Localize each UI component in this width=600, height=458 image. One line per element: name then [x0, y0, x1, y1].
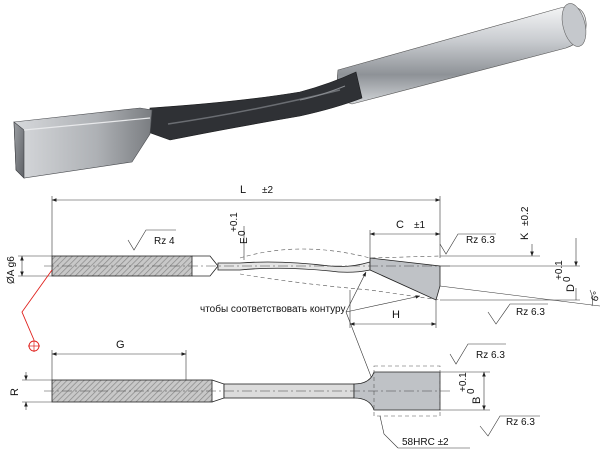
tool-blade-tip: [13, 121, 25, 179]
side-blade: [369, 257, 441, 301]
dim-c: C ±1: [369, 219, 441, 258]
tool-shank: [337, 6, 587, 105]
dim-e-tol-lower: 0: [237, 230, 248, 236]
note-hardness: 58HRC ±2: [379, 415, 470, 449]
dim-e-label: E: [239, 237, 250, 244]
finish-rz4-label: Rz 4: [154, 236, 175, 247]
tool-neck: [147, 71, 363, 141]
dim-length: L ±2: [51, 184, 441, 258]
dim-e-tol-upper: +0.1: [229, 212, 240, 232]
finish-rz63-tip-label: Rz 6.3: [516, 307, 545, 318]
finish-rz63-bottom: Rz 6.3: [479, 415, 540, 437]
side-view: [44, 248, 450, 301]
dim-d-label: D: [565, 284, 577, 292]
tool-photo: [13, 3, 587, 179]
tool-blade: [13, 107, 153, 179]
finish-rz63-head: Rz 6.3: [449, 343, 506, 365]
finish-rz63-top: Rz 6.3: [439, 233, 496, 255]
dim-angle-label: 6°: [589, 290, 600, 303]
finish-rz63-bottom-label: Rz 6.3: [506, 417, 535, 428]
dim-k-label: K: [519, 232, 531, 240]
dim-c-label: C: [396, 219, 404, 231]
dim-length-tol: ±2: [262, 185, 273, 196]
dim-r: R: [9, 372, 52, 410]
plan-view: [44, 365, 450, 417]
dim-g: G: [51, 339, 187, 380]
dim-diameter-label: ØA g6: [6, 256, 17, 284]
dim-b-label: B: [471, 397, 483, 404]
dim-length-label: L: [240, 184, 246, 196]
dim-k-tol: ±0.2: [520, 206, 531, 226]
dim-h-label: H: [392, 309, 400, 321]
finish-rz63-head-label: Rz 6.3: [476, 350, 505, 361]
dim-b: B +0.1 0: [440, 371, 490, 411]
note-contour: чтобы соответствовать контуру: [200, 271, 421, 411]
note-contour-label: чтобы соответствовать контуру: [200, 303, 345, 315]
finish-rz63-tip: Rz 6.3: [487, 303, 548, 325]
dim-g-label: G: [116, 339, 125, 351]
dim-b-tol-lower: 0: [466, 388, 477, 394]
dim-b-tol-upper: +0.1: [458, 372, 469, 392]
dim-d: D +0.1 0: [440, 238, 580, 301]
dim-e: E +0.1 0: [229, 212, 250, 260]
dim-c-tol: ±1: [414, 220, 425, 231]
finish-rz63-top-label: Rz 6.3: [466, 235, 495, 246]
shank-end-face: [561, 3, 587, 47]
dim-d-tol-upper: +0.1: [554, 260, 565, 280]
dim-diameter: ØA g6: [6, 255, 53, 352]
dim-h: H: [349, 290, 437, 328]
dim-angle: 6°: [439, 285, 600, 307]
finish-rz4: Rz 4: [127, 229, 176, 251]
side-neck: [217, 261, 371, 273]
note-hardness-label: 58HRC ±2: [402, 437, 449, 448]
dim-d-tol-lower: 0: [562, 276, 573, 282]
dim-k: K ±0.2: [440, 206, 540, 257]
red-leader: [21, 269, 53, 341]
dim-r-label: R: [9, 388, 21, 396]
